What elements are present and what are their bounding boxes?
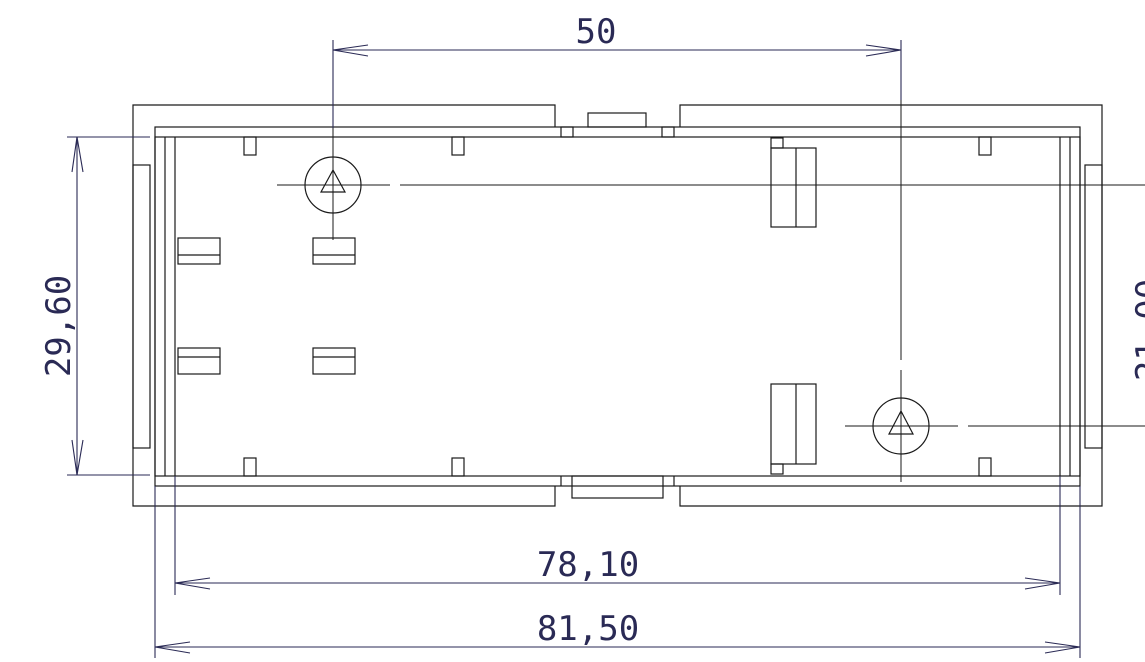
dimension-inner-width: 78,10 bbox=[174, 476, 1061, 595]
dimension-right-label: 21,00 bbox=[1129, 279, 1145, 381]
triangle-marker-icon bbox=[304, 156, 362, 214]
dimension-top-label: 50 bbox=[576, 12, 617, 52]
left-fixtures bbox=[177, 237, 356, 375]
top-door bbox=[560, 112, 675, 138]
dimension-outer-width: 81,50 bbox=[154, 486, 1081, 658]
side-panels bbox=[132, 164, 1103, 449]
dimension-outer-width-label: 81,50 bbox=[537, 609, 639, 649]
right-fixtures bbox=[770, 137, 817, 475]
outer-frame bbox=[132, 104, 1103, 507]
dimension-inner-width-label: 78,10 bbox=[537, 545, 639, 585]
dimension-left-label: 29,60 bbox=[39, 275, 79, 377]
bottom-tabs bbox=[243, 457, 992, 477]
bottom-door bbox=[560, 475, 675, 499]
dimension-right: 21,00 bbox=[1129, 279, 1145, 381]
top-tabs bbox=[243, 136, 992, 156]
center-lines bbox=[277, 100, 1145, 482]
dimension-top: 50 bbox=[332, 12, 902, 128]
triangle-marker-icon bbox=[872, 397, 930, 455]
dimension-left: 29,60 bbox=[39, 136, 150, 476]
